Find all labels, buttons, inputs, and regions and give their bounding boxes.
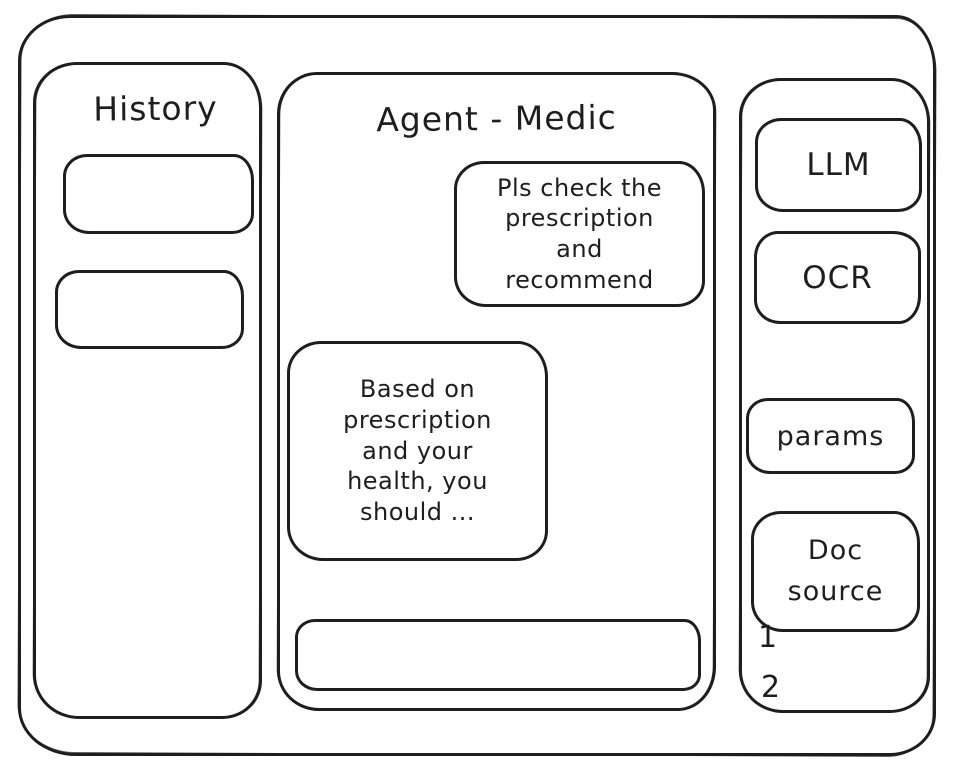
chat-panel: Agent - Medic Pls check the prescription…	[277, 72, 716, 711]
history-title: History	[93, 88, 218, 129]
doc-source-item-1[interactable]: 1	[758, 620, 778, 655]
message-input-box[interactable]	[295, 619, 701, 691]
history-item[interactable]	[55, 270, 244, 349]
user-message-bubble: Pls check the prescription and recommend	[454, 161, 705, 307]
tools-sidebar: LLM OCR params Doc source 1 2	[739, 78, 930, 713]
agent-message-text: Based on prescription and your health, y…	[343, 375, 492, 527]
ocr-button[interactable]: OCR	[754, 231, 921, 324]
history-item[interactable]	[63, 154, 254, 234]
params-button[interactable]: params	[746, 398, 915, 474]
llm-button[interactable]: LLM	[755, 118, 922, 212]
history-sidebar: History	[33, 62, 262, 719]
user-message-text: Pls check the prescription and recommend	[496, 173, 663, 294]
message-input[interactable]	[298, 622, 698, 688]
doc-source-button[interactable]: Doc source	[751, 511, 920, 632]
agent-message-bubble: Based on prescription and your health, y…	[287, 341, 548, 561]
chat-title: Agent - Medic	[375, 97, 617, 140]
doc-source-item-2[interactable]: 2	[761, 670, 781, 705]
